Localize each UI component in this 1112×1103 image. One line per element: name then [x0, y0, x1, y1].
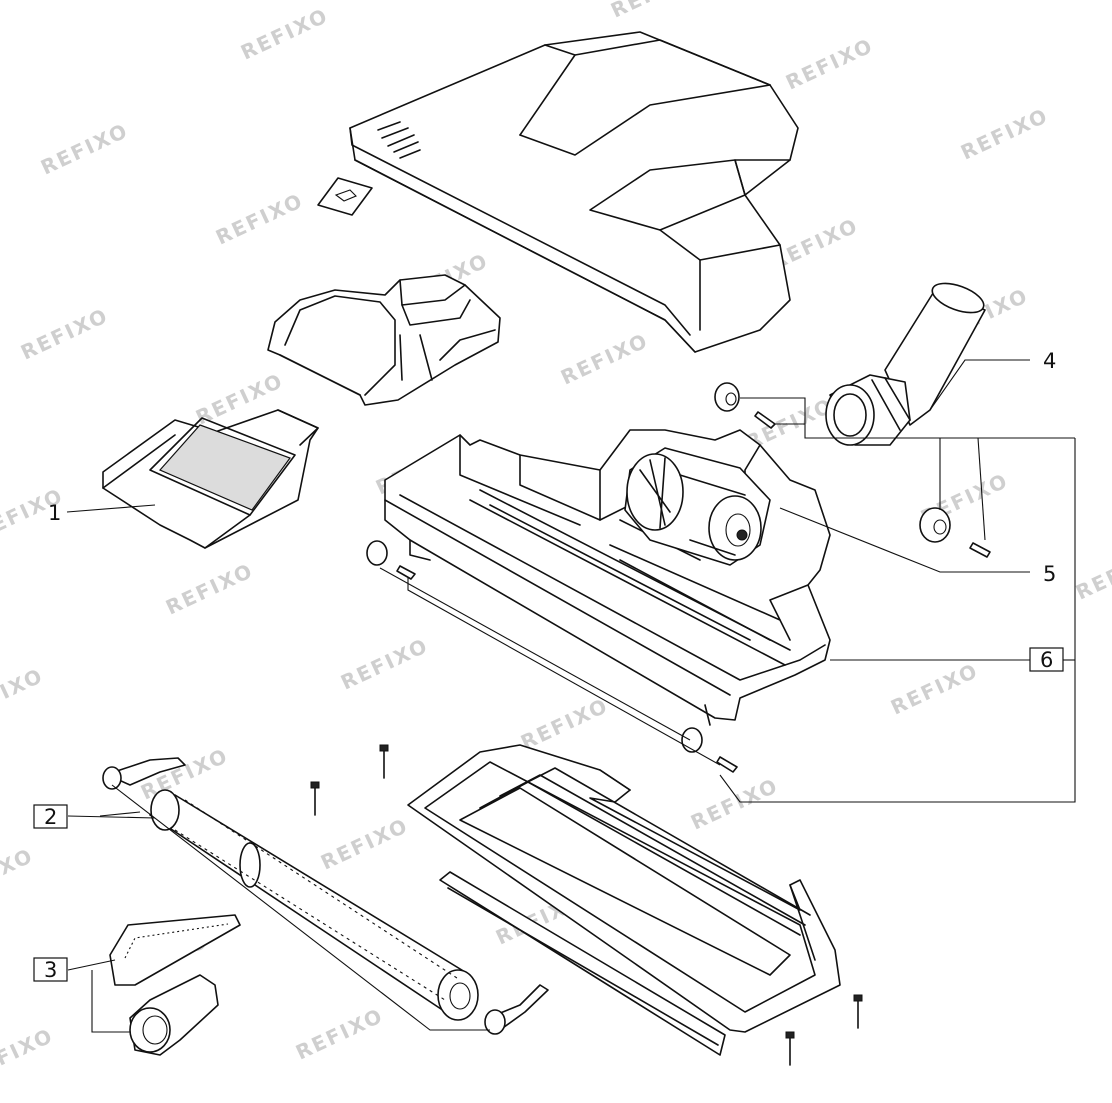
- watermark: REFIXO: [0, 1023, 57, 1084]
- watermark: REFIXO: [0, 843, 37, 904]
- watermark: REFIXO: [957, 103, 1052, 164]
- watermark: REFIXO: [37, 118, 132, 179]
- callout-1: 1: [48, 501, 61, 525]
- screws: [310, 744, 863, 1066]
- callout-2: 2: [44, 805, 57, 829]
- watermark: REFIXO: [337, 633, 432, 694]
- part-4-hose-connector: [825, 282, 986, 446]
- part-1-flap: [102, 409, 319, 549]
- watermark: REFIXO: [887, 658, 982, 719]
- axle-pin: [396, 565, 416, 580]
- watermark: REFIXO: [517, 693, 612, 754]
- comb-strip: [439, 871, 726, 1056]
- top-cover: [349, 31, 799, 353]
- watermark: REFIXO: [1072, 543, 1112, 604]
- watermark: REFIXO: [162, 558, 257, 619]
- sole-plate: [407, 744, 841, 1033]
- callout-3: 3: [44, 958, 57, 982]
- callouts: 1 2 3 4 5 6: [33, 349, 1064, 982]
- watermark: REFIXO: [557, 328, 652, 389]
- watermark: REFIXO: [292, 1003, 387, 1064]
- watermark: REFIXO: [17, 303, 112, 364]
- watermark: REFIXO: [687, 773, 782, 834]
- watermark: REFIXO: [237, 3, 332, 64]
- suction-channel-insert: [267, 274, 501, 406]
- watermark: REFIXO: [212, 188, 307, 249]
- watermark: REFIXO: [0, 663, 47, 724]
- axle-pin: [754, 411, 776, 429]
- watermark: REFIXO: [782, 33, 877, 94]
- wheel: [366, 540, 388, 566]
- axle-pin: [716, 756, 738, 773]
- part-5-turbine: [624, 447, 771, 566]
- leader-lines: [66, 359, 1076, 1033]
- wheels-and-pins: [366, 382, 991, 773]
- watermark: REFIXO: [607, 0, 702, 23]
- part-6-base-housing: [384, 429, 831, 726]
- label-plate: [317, 177, 373, 216]
- callout-6-box: [1029, 647, 1064, 672]
- axle-pin: [969, 542, 991, 558]
- callout-4: 4: [1043, 349, 1056, 373]
- callout-2-box: [33, 804, 68, 829]
- wheel: [681, 727, 703, 753]
- part-3-belt-and-gear: [109, 914, 241, 1056]
- callout-3-box: [33, 957, 68, 982]
- callout-6: 6: [1040, 648, 1053, 672]
- callout-5: 5: [1043, 562, 1056, 586]
- watermark: REFIXO: [317, 813, 412, 874]
